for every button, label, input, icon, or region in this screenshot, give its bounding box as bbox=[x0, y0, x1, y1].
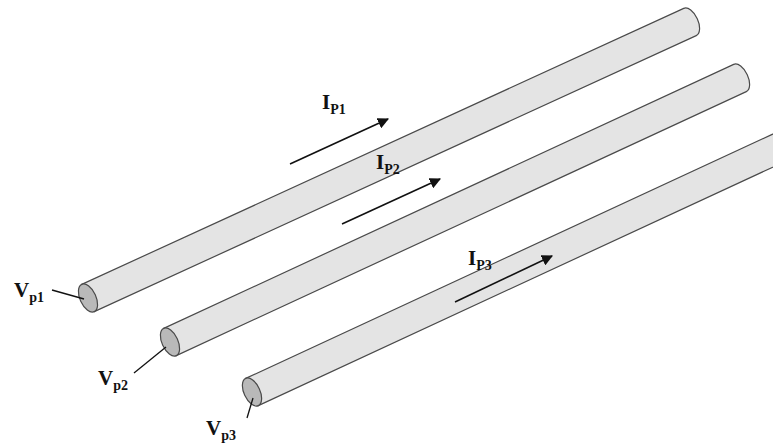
current-arrows bbox=[290, 119, 552, 302]
voltage-label: Vp2 bbox=[98, 368, 128, 393]
leader-line bbox=[52, 290, 84, 299]
voltage-label: Vp1 bbox=[14, 280, 44, 305]
leader-lines bbox=[52, 290, 253, 418]
current-label: IP2 bbox=[376, 152, 400, 177]
tube-body bbox=[82, 5, 704, 312]
leader-line bbox=[134, 347, 166, 373]
leader-line bbox=[247, 398, 253, 418]
tube-end-cap bbox=[156, 325, 183, 359]
tube-end-cap bbox=[238, 375, 265, 409]
tube-body bbox=[246, 121, 773, 406]
current-arrow bbox=[342, 179, 440, 224]
current-label: IP3 bbox=[468, 248, 492, 273]
conductor-tube bbox=[238, 121, 773, 409]
voltage-label: Vp3 bbox=[206, 418, 236, 443]
current-label: IP1 bbox=[322, 92, 346, 117]
current-arrow bbox=[290, 119, 388, 164]
conductor-tube bbox=[74, 5, 703, 315]
